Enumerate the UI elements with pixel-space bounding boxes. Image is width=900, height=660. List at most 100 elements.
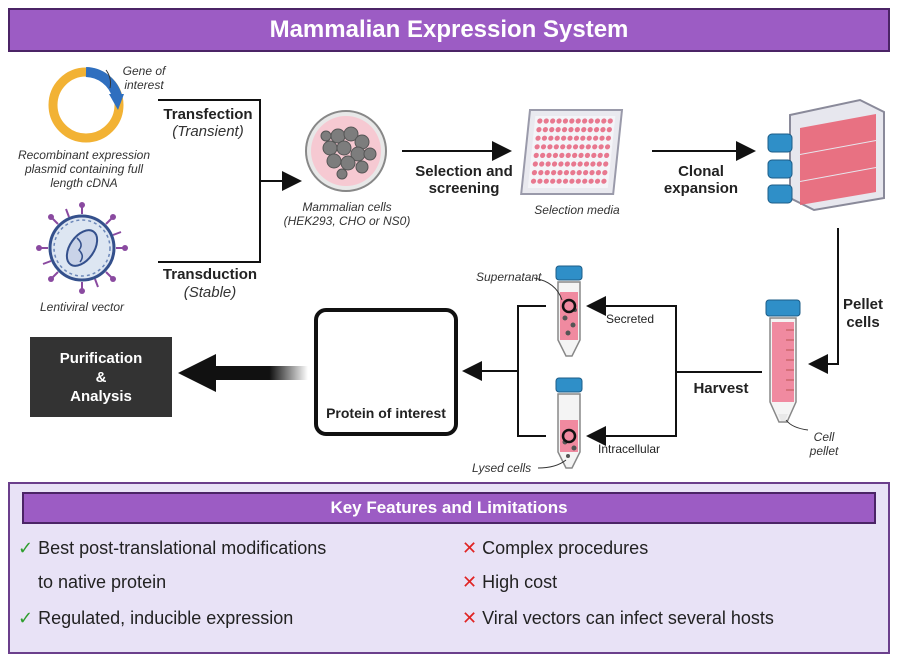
well [540, 152, 546, 159]
well [598, 144, 604, 150]
well [603, 161, 609, 167]
well [545, 161, 551, 167]
well [570, 170, 576, 176]
well [535, 135, 541, 141]
well [569, 118, 575, 124]
cross-icon: ✕ [462, 538, 478, 558]
well [585, 144, 591, 150]
cross-icon: ✕ [462, 608, 478, 628]
well [549, 127, 555, 133]
well [558, 161, 564, 167]
well [544, 170, 550, 176]
transduction-type: (Stable) [183, 284, 237, 301]
plasmid-caption: Recombinant expression plasmid containin… [17, 148, 151, 190]
well [557, 170, 563, 176]
well [534, 144, 540, 150]
well [542, 127, 548, 133]
well [572, 144, 579, 150]
well [594, 118, 601, 124]
well [566, 144, 572, 150]
purification-line-1: Purification [59, 349, 143, 367]
harvest-label: Harvest [693, 380, 749, 397]
supernatant-label: Supernatant [476, 270, 542, 284]
purification-line-2: & [95, 368, 107, 386]
well [559, 152, 565, 159]
page-title: Mammalian Expression System [8, 8, 890, 52]
features-heading: Key Features and Limitations [22, 492, 876, 524]
well [567, 135, 573, 141]
well [574, 127, 580, 133]
secreted-label: Secreted [606, 312, 655, 326]
well [565, 152, 571, 159]
well [552, 152, 559, 159]
well [556, 178, 562, 184]
well [563, 170, 570, 176]
well [553, 144, 559, 150]
well [583, 161, 590, 167]
well [597, 152, 603, 159]
con-item-2: ✕ High cost [462, 572, 557, 593]
well [568, 127, 574, 133]
well [569, 178, 575, 184]
well [561, 127, 568, 133]
well-plate-icon [520, 109, 624, 195]
well [539, 161, 545, 167]
cross-icon: ✕ [462, 572, 478, 592]
well [600, 127, 606, 133]
protein-box [314, 308, 458, 436]
well [605, 135, 612, 141]
well [556, 118, 562, 124]
pro-item-1-cont: to native protein [38, 572, 167, 592]
well [547, 144, 553, 150]
well [582, 118, 588, 124]
protein-label: Protein of interest [326, 405, 446, 421]
well [531, 170, 538, 176]
cell-pellet-caption-1: Cell [813, 430, 835, 444]
well [550, 178, 556, 184]
con-item-text: Viral vectors can infect several hosts [482, 608, 774, 628]
transfection-type: (Transient) [172, 123, 244, 140]
con-item-3: ✕ Viral vectors can infect several hosts [462, 608, 774, 629]
cells-caption: Mammalian cells (HEK293, CHO or NS0) [283, 200, 411, 228]
con-item-text: High cost [482, 572, 558, 592]
well [583, 170, 589, 176]
cells-label: cells [846, 314, 880, 331]
well [580, 135, 586, 141]
well [540, 144, 547, 150]
screening-label: screening [428, 180, 500, 197]
expansion-label: expansion [663, 180, 739, 197]
purification-box: Purification & Analysis [30, 337, 172, 417]
check-icon: ✓ [18, 538, 34, 558]
petri-dish-icon [305, 110, 387, 192]
well [543, 118, 549, 124]
well [562, 118, 569, 124]
well [561, 135, 567, 141]
well [555, 127, 561, 133]
well [576, 170, 582, 176]
well [533, 152, 539, 159]
well [551, 170, 557, 176]
purification-line-3: Analysis [70, 387, 132, 405]
lentivirus-icon [36, 202, 128, 294]
well [564, 161, 570, 167]
transduction-label: Transduction [162, 266, 258, 283]
selection-label: Selection and [415, 163, 513, 180]
well [548, 135, 554, 141]
well [588, 178, 594, 184]
well [550, 118, 556, 124]
well [604, 152, 610, 159]
well [588, 118, 594, 124]
well [586, 135, 592, 141]
well [593, 127, 600, 133]
check-icon: ✓ [18, 608, 34, 628]
well [546, 152, 552, 159]
well [543, 178, 549, 184]
well [599, 135, 605, 141]
pellet-label: Pellet [842, 296, 884, 313]
well [554, 135, 560, 141]
well [601, 118, 607, 124]
pro-item-1: ✓ Best post-translational modifications [18, 538, 326, 559]
well [532, 161, 538, 167]
diagram-graphics [36, 67, 885, 469]
well [551, 161, 558, 167]
